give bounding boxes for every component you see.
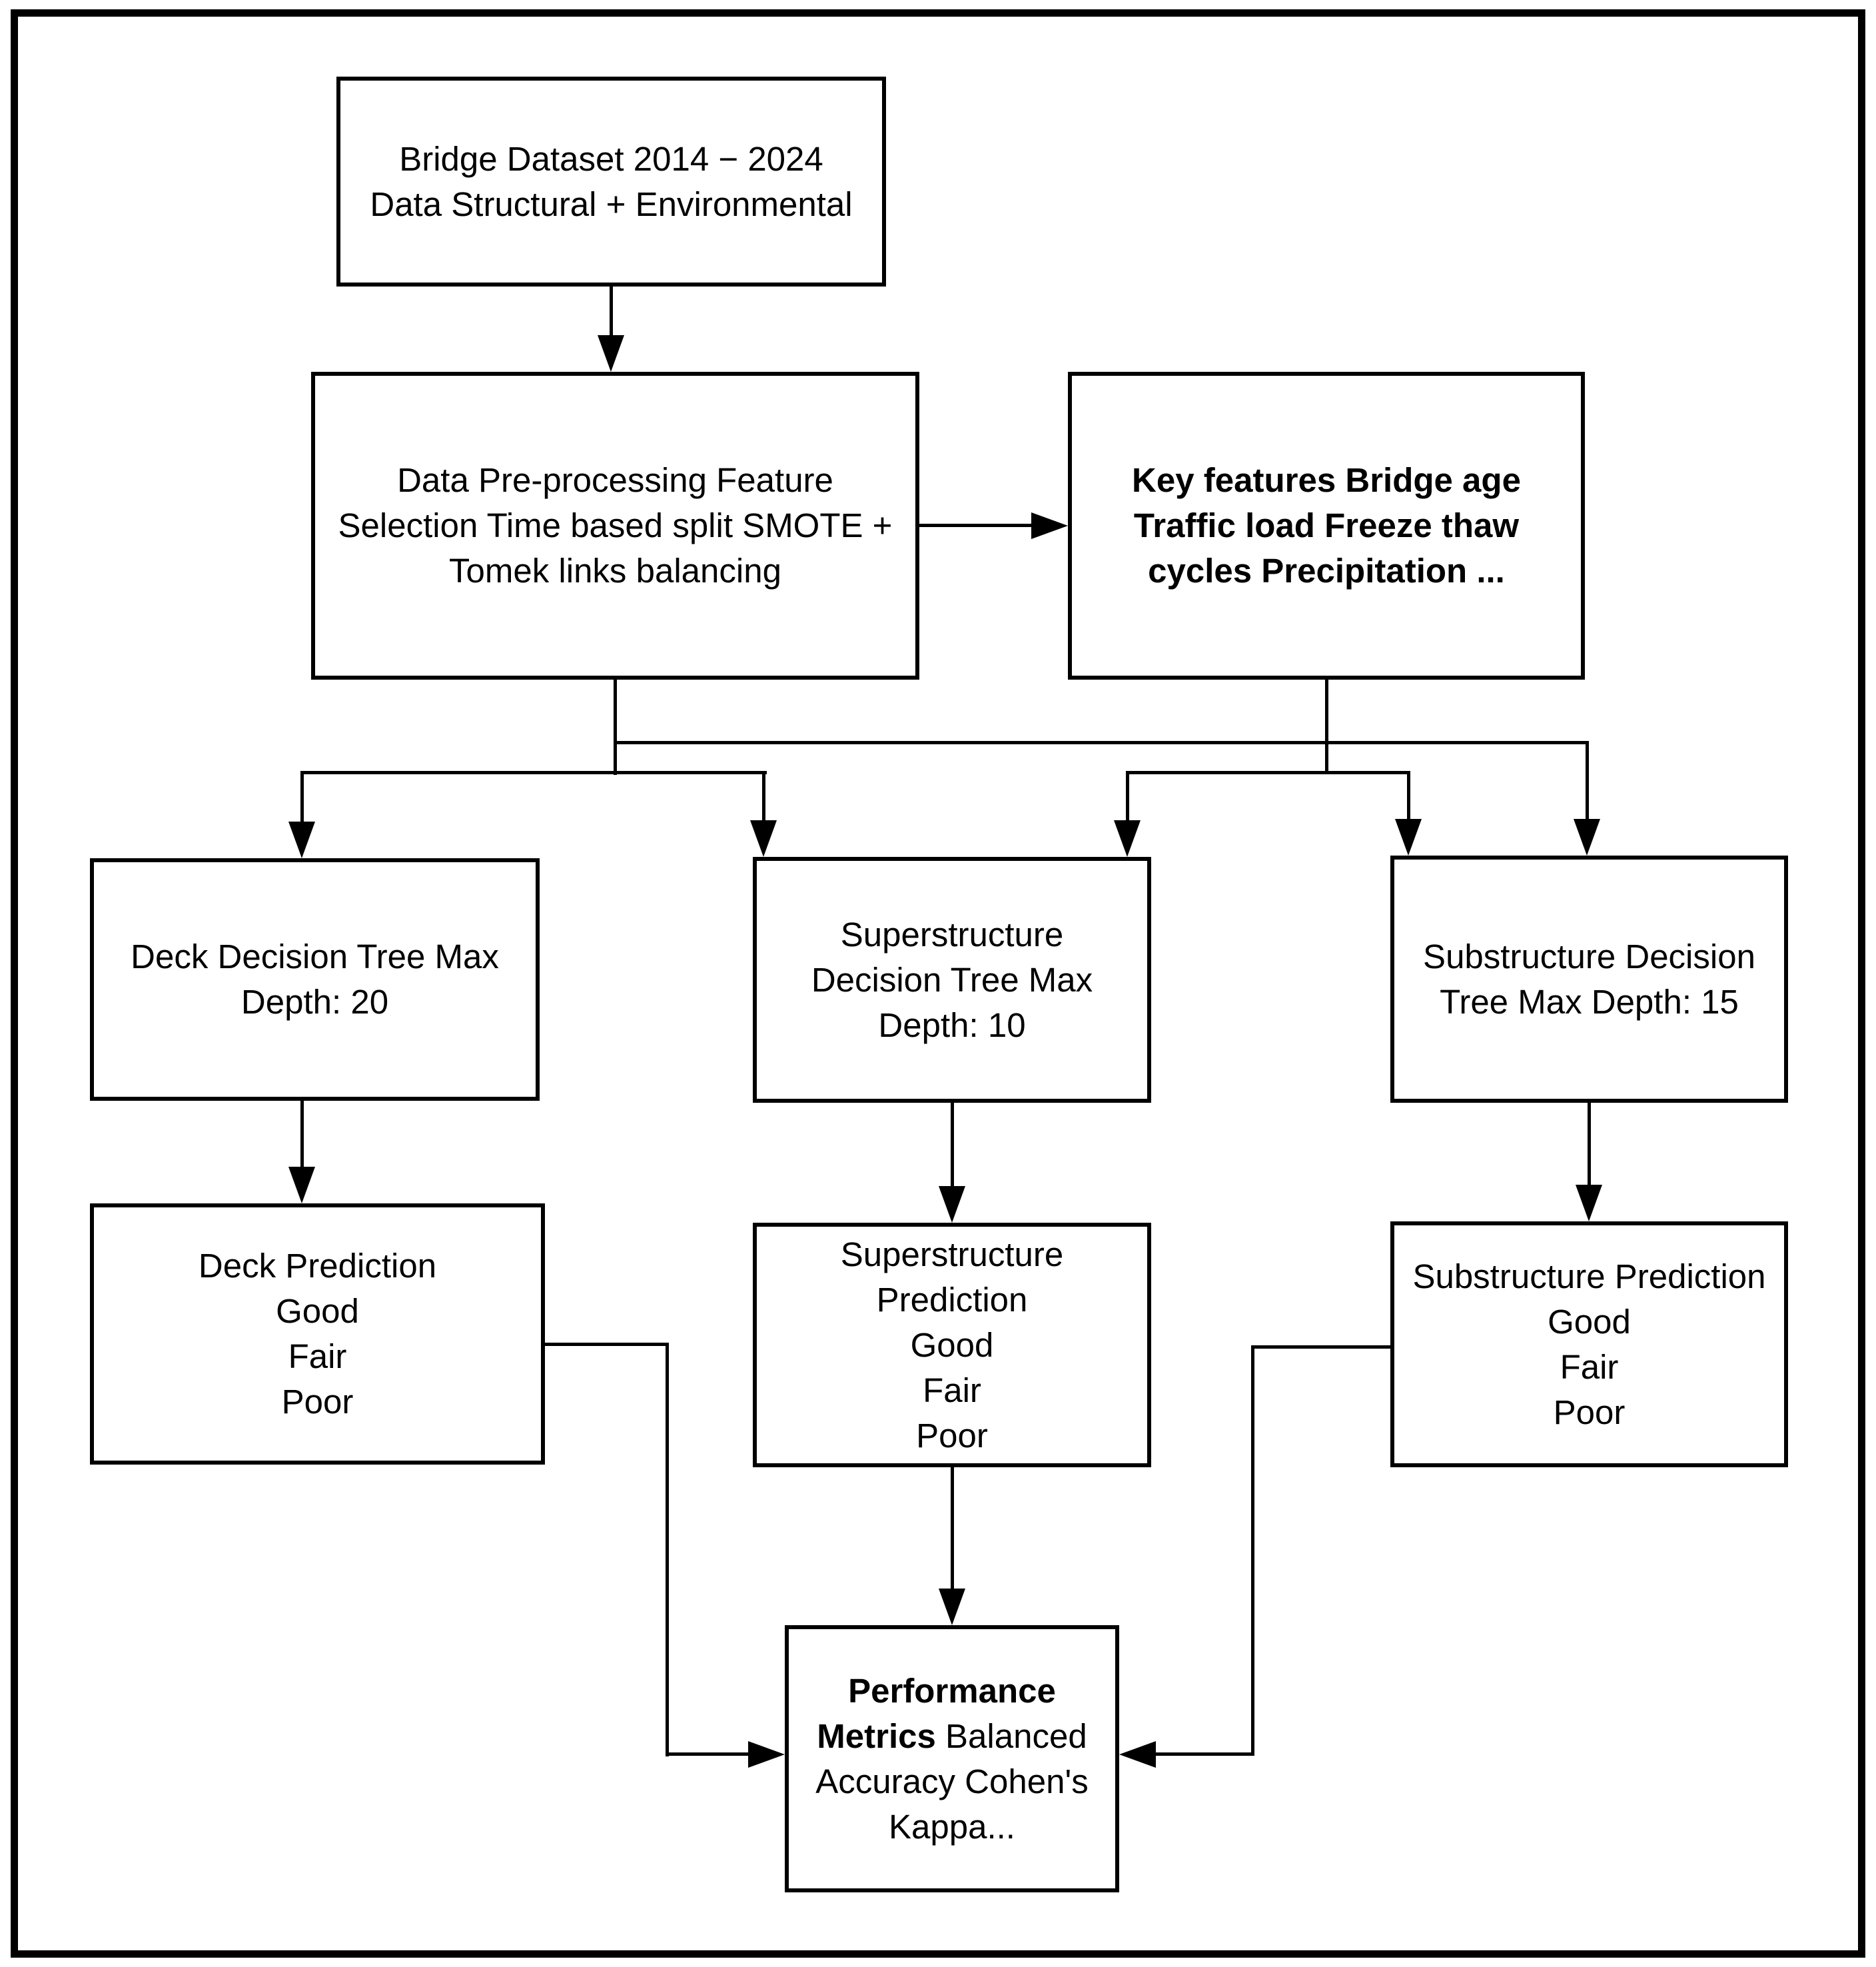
node-text-line: Data Pre-processing Feature <box>397 461 833 499</box>
node-text-line: Substructure Prediction <box>1412 1257 1766 1295</box>
connector-bus-to-decktree <box>300 771 304 823</box>
connector-deckpred-out <box>545 1343 669 1346</box>
node-text-line: Tree Max Depth: 15 <box>1440 982 1739 1021</box>
arrowhead-into-keyfeatures <box>1031 512 1068 539</box>
connector-deckpred-to-performance <box>666 1752 749 1756</box>
arrowhead-into-deckpred <box>288 1167 315 1203</box>
node-text-line: Bridge Dataset 2014 − 2024 <box>399 139 823 178</box>
node-text-line: Superstructure <box>840 1235 1064 1273</box>
connector-dataset-to-preprocessing <box>610 287 613 336</box>
node-deck-prediction: Deck Prediction Good Fair Poor <box>90 1203 545 1465</box>
node-text-line: Depth: 10 <box>878 1005 1026 1044</box>
performance-metrics-bold-label: Metrics <box>817 1716 936 1755</box>
connector-bus-to-supertree-right <box>1126 771 1129 822</box>
node-text-line: Fair <box>1560 1347 1619 1386</box>
node-text-line: Fair <box>288 1337 347 1375</box>
node-text-line: Accuracy Cohen's <box>815 1762 1089 1800</box>
node-text-line: Metrics Balanced <box>817 1714 1087 1759</box>
node-text-line: Depth: 20 <box>240 983 389 1021</box>
connector-upperbus-to-subtree <box>1586 741 1589 821</box>
connector-subpred-out <box>1251 1345 1390 1349</box>
node-superstructure-prediction: Superstructure Prediction Good Fair Poor <box>753 1223 1151 1467</box>
connector-preprocessing-drop <box>614 680 617 775</box>
node-text-line: cycles Precipitation ... <box>1148 552 1505 590</box>
key-features-bold-label: Key features <box>1132 461 1336 499</box>
node-substructure-prediction: Substructure Prediction Good Fair Poor <box>1390 1221 1788 1467</box>
arrowhead-into-performance-left <box>748 1741 785 1768</box>
node-text-line: Deck Decision Tree Max <box>131 938 499 976</box>
node-text-line: Key features Bridge age <box>1132 458 1521 503</box>
arrowhead-into-decktree <box>288 822 315 858</box>
node-substructure-decision-tree: Substructure Decision Tree Max Depth: 15 <box>1390 856 1788 1103</box>
arrowhead-into-supertree-right <box>1114 820 1141 857</box>
node-text-line: Tomek links balancing <box>449 552 781 590</box>
node-text-line: Decision Tree Max <box>811 960 1093 999</box>
node-text-line: Good <box>1548 1302 1631 1341</box>
node-data-preprocessing: Data Pre-processing Feature Selection Ti… <box>311 372 919 680</box>
node-text-line: Fair <box>923 1371 981 1409</box>
node-text-line: Good <box>910 1325 994 1364</box>
node-text-line: Kappa... <box>889 1807 1015 1846</box>
node-bridge-dataset: Bridge Dataset 2014 − 2024 Data Structur… <box>336 77 886 287</box>
connector-supertree-to-superpred <box>951 1103 954 1187</box>
node-text-line: Data Structural + Environmental <box>370 185 853 223</box>
node-text-line: Poor <box>916 1416 988 1455</box>
arrowhead-into-subtree-center <box>1574 819 1600 856</box>
connector-bus-to-subtree-left <box>1407 771 1410 820</box>
node-text-line: Poor <box>1553 1393 1626 1431</box>
connector-keyfeatures-drop <box>1325 680 1328 774</box>
figure-border <box>11 9 1865 1958</box>
node-text-line: Prediction <box>876 1280 1028 1319</box>
node-text-line: Good <box>276 1292 359 1330</box>
connector-preprocessing-to-keyfeatures <box>919 524 1033 527</box>
performance-metrics-rest: Balanced <box>935 1716 1087 1755</box>
arrowhead-into-subpred <box>1576 1185 1602 1221</box>
connector-decktree-to-deckpred <box>300 1101 304 1168</box>
node-text-line: Selection Time based split SMOTE + <box>338 506 893 544</box>
arrowhead-into-subtree-left <box>1395 819 1422 856</box>
arrowhead-into-superpred <box>939 1186 965 1223</box>
node-text-line: Superstructure <box>840 915 1064 954</box>
connector-bus-to-supertree-left <box>762 771 765 822</box>
connector-deckpred-down <box>666 1343 669 1756</box>
arrowhead-into-performance-top <box>939 1589 965 1625</box>
node-text-line: Performance <box>848 1671 1056 1710</box>
connector-subpred-down <box>1251 1345 1254 1756</box>
connector-lowerleft-bus <box>300 771 767 774</box>
connector-upper-bus <box>614 741 1589 744</box>
node-text-line: Poor <box>281 1383 354 1421</box>
node-text-line: Substructure Decision <box>1423 937 1755 976</box>
node-text-line: Traffic load Freeze thaw <box>1133 506 1520 544</box>
node-superstructure-decision-tree: Superstructure Decision Tree Max Depth: … <box>753 857 1151 1103</box>
arrowhead-into-performance-right <box>1119 1741 1156 1768</box>
key-features-rest: Bridge age <box>1336 461 1521 499</box>
connector-subpred-to-performance <box>1155 1752 1254 1756</box>
connector-lowerright-bus <box>1126 771 1410 774</box>
node-deck-decision-tree: Deck Decision Tree Max Depth: 20 <box>90 858 540 1101</box>
node-performance-metrics: Performance Metrics Balanced Accuracy Co… <box>785 1625 1119 1892</box>
connector-superpred-to-performance <box>951 1467 954 1591</box>
connector-subtree-to-subpred <box>1588 1103 1591 1186</box>
node-text-line: Deck Prediction <box>198 1247 437 1285</box>
arrowhead-into-supertree-left <box>750 820 777 857</box>
node-key-features: Key features Bridge age Traffic load Fre… <box>1068 372 1585 680</box>
arrowhead-into-preprocessing <box>598 335 624 372</box>
